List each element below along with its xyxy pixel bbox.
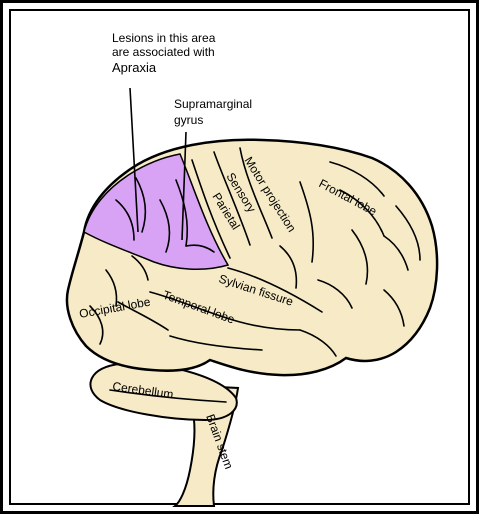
supramarginal-line-1: Supramarginal (174, 97, 252, 111)
annotation-line-1: Lesions in this area (112, 31, 216, 45)
annotation-line-3: Apraxia (112, 60, 157, 75)
supramarginal-line-2: gyrus (174, 113, 203, 127)
annotation-line-2: are associated with (112, 45, 215, 59)
